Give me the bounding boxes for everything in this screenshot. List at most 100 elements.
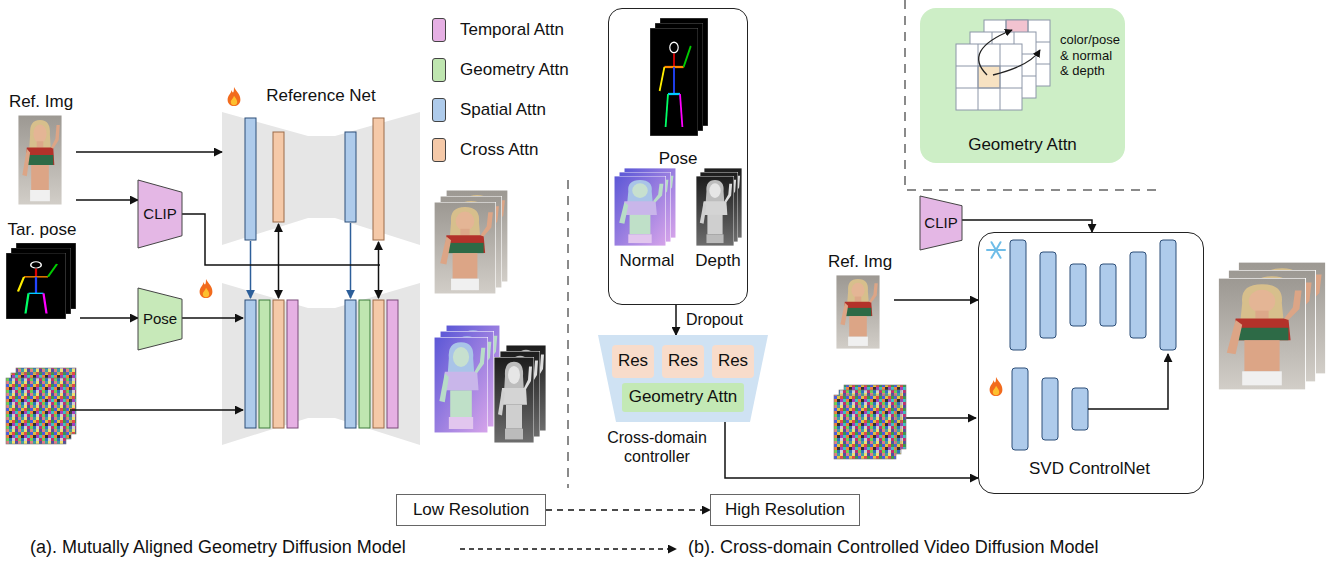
legend-text: Temporal Attn xyxy=(460,20,564,40)
geometry-images xyxy=(696,176,734,246)
fire-icons xyxy=(228,87,241,106)
svd-unet-bars xyxy=(1012,368,1028,450)
reference-unet xyxy=(222,112,420,245)
node-text: Low Resolution xyxy=(413,500,529,520)
feature-wires xyxy=(378,242,380,298)
connector-arrow xyxy=(76,199,138,201)
geometry-attn-panel xyxy=(956,44,1022,110)
feature-wires xyxy=(278,224,280,298)
res-block: Res xyxy=(612,345,654,378)
geometry-attn-panel xyxy=(920,8,1125,163)
node-text: CLIP xyxy=(924,214,957,232)
denoising-unet xyxy=(287,300,298,428)
edge-label: Dropout xyxy=(684,310,745,329)
node-text: Depth xyxy=(691,251,745,271)
dashed-separators xyxy=(568,0,1160,488)
svd-unet-bars xyxy=(1088,354,1168,409)
image-caption: Tar. pose xyxy=(4,220,80,322)
geometry-images xyxy=(614,18,742,246)
geometry-images xyxy=(614,176,666,246)
feature-wires xyxy=(250,241,252,298)
image-caption: Normal xyxy=(611,167,683,271)
frozen-icon xyxy=(987,242,1005,258)
node-text: Cross-domain controller xyxy=(602,428,712,466)
geometry-images xyxy=(650,28,698,136)
geometry-attn-panel xyxy=(978,44,979,110)
denoising-unet xyxy=(359,300,370,428)
fire-icons xyxy=(990,377,1003,396)
res-block: Res xyxy=(712,345,754,378)
denoising-unet xyxy=(259,300,270,428)
subfigure-caption: (a). Mutually Aligned Geometry Diffusion… xyxy=(30,537,406,559)
geometry-attn-panel xyxy=(993,50,1040,75)
image-caption: Pose xyxy=(641,17,715,169)
geometry-attn-panel xyxy=(956,88,1022,89)
legend-text: Geometry Attn xyxy=(460,60,569,80)
legend-item: Temporal Attn xyxy=(432,18,592,44)
geometry-attn-panel xyxy=(956,20,1050,110)
node-text: Reference Net xyxy=(222,86,420,106)
input-images-right xyxy=(836,275,880,349)
output-images-left xyxy=(434,202,496,294)
shape-fill xyxy=(598,335,768,422)
denoising-unet xyxy=(273,300,284,428)
feature-wires xyxy=(460,548,676,550)
input-images-left xyxy=(6,253,66,319)
legend-swatch xyxy=(432,18,446,42)
node-text: Geometry Attn xyxy=(629,387,738,407)
legend-text: Cross Attn xyxy=(460,140,538,160)
legend-item: Spatial Attn xyxy=(432,98,592,124)
denoising-unet xyxy=(222,283,420,445)
geometry-attn-panel xyxy=(920,8,1125,163)
svd-unet-bars xyxy=(1130,252,1146,338)
node-text: Pose xyxy=(143,310,177,328)
subfigure-caption: (b). Cross-domain Controlled Video Diffu… xyxy=(688,537,1099,559)
connector-arrow xyxy=(725,422,978,478)
frozen-icon xyxy=(992,242,1001,258)
denoising-unet xyxy=(345,300,356,428)
input-images-left xyxy=(18,115,62,205)
svd-unet-bars xyxy=(1072,388,1088,430)
input-images-right xyxy=(834,395,896,459)
legend-swatch xyxy=(432,58,446,82)
legend-swatch xyxy=(432,138,446,162)
connector-arrow xyxy=(675,305,677,335)
fire-icons xyxy=(200,87,1003,396)
dashed-separators xyxy=(567,180,569,488)
feature-wires xyxy=(70,214,976,549)
shape-fill xyxy=(138,180,182,248)
svd-unet-bars xyxy=(1160,240,1176,350)
reference-unet xyxy=(222,112,420,245)
geometry-attn-panel xyxy=(979,30,1012,75)
feature-wires xyxy=(70,409,243,411)
encoder-trapezoid: CLIP xyxy=(920,196,962,250)
input-images-right xyxy=(834,275,906,459)
node-text: Res xyxy=(718,351,748,371)
node-text: Res xyxy=(618,351,648,371)
geometry-attn-panel xyxy=(956,66,1022,67)
encoder-trapezoid: Pose xyxy=(138,288,182,350)
legend-item: Cross Attn xyxy=(432,138,592,164)
output-images-left xyxy=(434,190,546,443)
geometry-group: PoseNormalDepth xyxy=(608,8,748,305)
connector-arrow xyxy=(894,299,978,301)
svd-unet-bars xyxy=(1100,264,1116,326)
image-caption: Ref. Img xyxy=(6,92,76,208)
reference-unet xyxy=(373,118,384,240)
feature-wires xyxy=(182,214,380,265)
output-images-right xyxy=(1218,262,1326,390)
node-text: SVD ControlNet xyxy=(1029,459,1189,479)
output-images-left xyxy=(494,357,534,443)
connector-arrow xyxy=(546,509,710,511)
node-text: Tar. pose xyxy=(4,220,80,240)
node-text: CLIP xyxy=(143,205,176,223)
legend-swatch xyxy=(432,98,446,122)
svd-unet-bars xyxy=(1070,264,1086,326)
connector-arrow xyxy=(962,220,1092,232)
node-text: Res xyxy=(668,351,698,371)
controller-trapezoid: Cross-domain controllerResResResGeometry… xyxy=(598,335,768,422)
model-box: SVD ControlNet xyxy=(978,232,1204,494)
node-text: Ref. Img xyxy=(6,92,76,112)
